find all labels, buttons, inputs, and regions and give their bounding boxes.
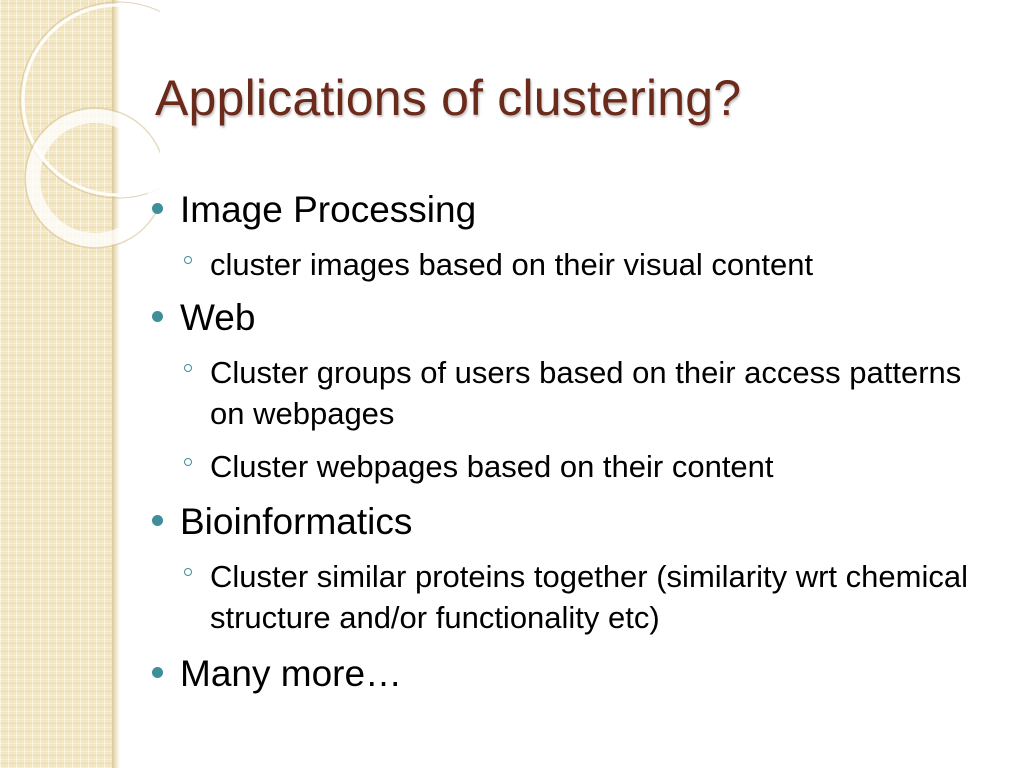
sidebar-edge	[112, 0, 120, 768]
sub-bullet-text: Cluster groups of users based on their a…	[210, 355, 962, 431]
sub-bullet-icon	[184, 458, 192, 466]
sub-bullet-text: cluster images based on their visual con…	[210, 247, 814, 282]
bullet-icon	[152, 667, 163, 678]
bullet-icon	[152, 515, 163, 526]
bullet-text: Bioinformatics	[180, 501, 413, 542]
slide-title: Applications of clustering?	[155, 70, 742, 126]
bullet-icon	[152, 203, 163, 214]
bullet-text: Image Processing	[180, 189, 477, 230]
decorative-rings	[19, 1, 160, 249]
sub-bullet-icon	[184, 364, 192, 372]
sub-bullet-icon	[184, 568, 192, 576]
bullet-icon	[152, 311, 163, 322]
sub-bullet-text: Cluster webpages based on their content	[210, 449, 774, 484]
bullet-text: Web	[180, 297, 256, 338]
bullet-text: Many more…	[180, 653, 403, 694]
sub-bullet-text: Cluster similar proteins together (simil…	[210, 559, 968, 635]
sub-bullet-icon	[184, 256, 192, 264]
